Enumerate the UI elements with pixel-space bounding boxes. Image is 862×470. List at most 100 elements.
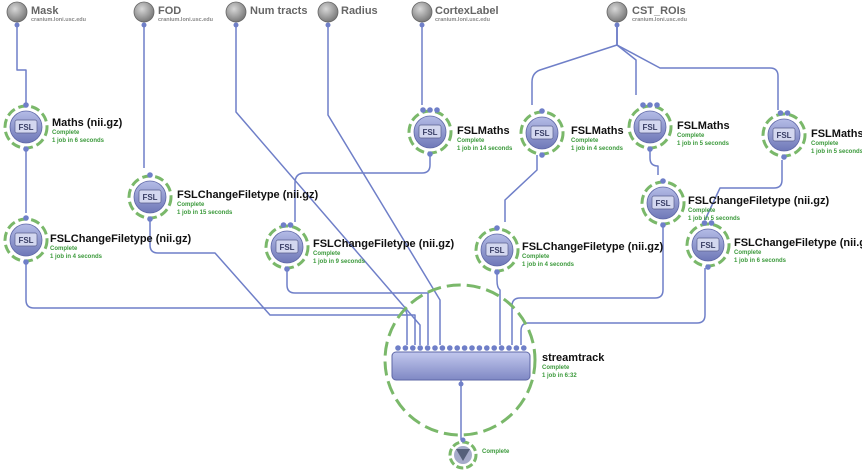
- module-fct-fod-label: FSLChangeFiletype (nii.gz) Complete 1 jo…: [177, 189, 318, 217]
- module-fct-3-status: Complete: [734, 250, 762, 256]
- wire-cst-fslmaths1: [531, 27, 618, 105]
- module-fct-fod-status: Complete: [177, 202, 205, 208]
- fsl-icon-text: FSL: [776, 131, 791, 140]
- module-fct-1-status: Complete: [522, 254, 550, 260]
- source-node-mask[interactable]: [6, 1, 28, 28]
- module-fslmaths-3-status: Complete: [811, 141, 839, 147]
- streamtrack-title: streamtrack: [542, 352, 605, 364]
- streamtrack-label: streamtrack Complete 1 job in 6:32: [542, 352, 604, 380]
- module-node-fct_mask[interactable]: FSL: [3, 215, 49, 265]
- fsl-icon-text: FSL: [142, 193, 157, 202]
- module-node-fslmaths_3[interactable]: FSL: [761, 110, 807, 160]
- module-node-fct_cortex[interactable]: FSL: [264, 222, 310, 272]
- module-fslmaths-2-label: FSLMaths Complete 1 job in 5 seconds: [677, 120, 730, 148]
- module-fct-mask-label: FSLChangeFiletype (nii.gz) Complete 1 jo…: [50, 233, 191, 261]
- module-fslmaths-2-jobs: 1 job in 5 seconds: [677, 141, 730, 147]
- wire-cst-fslmaths3: [616, 27, 779, 110]
- source-cst-title: CST_ROIs: [632, 5, 686, 17]
- module-fct-1-label: FSLChangeFiletype (nii.gz) Complete 1 jo…: [522, 241, 663, 269]
- module-node-fslmaths_2[interactable]: FSL: [627, 102, 673, 152]
- wire-fctfod-stream: [149, 218, 416, 345]
- module-fct-2-status: Complete: [688, 208, 716, 214]
- source-radius-label: Radius: [341, 5, 378, 17]
- fsl-icon-text: FSL: [422, 128, 437, 137]
- module-fct-mask-status: Complete: [50, 246, 78, 252]
- module-maths-title: Maths (nii.gz): [52, 117, 123, 129]
- module-node-maths[interactable]: FSL: [3, 102, 49, 152]
- wire-fslmaths-fctcortex: [294, 150, 431, 222]
- fsl-icon-text: FSL: [18, 123, 33, 132]
- streamtrack-jobs: 1 job in 6:32: [542, 373, 577, 379]
- wire-fctcortex-stream: [286, 270, 429, 345]
- module-fct-3-label: FSLChangeFiletype (nii.gz) Complete 1 jo…: [734, 237, 862, 265]
- source-cortex-host: cranium.loni.usc.edu: [435, 17, 491, 23]
- fsl-icon-text: FSL: [700, 241, 715, 250]
- module-fslmaths-cortex-jobs: 1 job in 14 seconds: [457, 146, 513, 152]
- wire-radius-stream: [327, 27, 441, 345]
- module-fslmaths-1-jobs: 1 job in 4 seconds: [571, 146, 624, 152]
- module-fct-fod-title: FSLChangeFiletype (nii.gz): [177, 189, 319, 201]
- module-fslmaths-3-label: FSLMaths Complete 1 job in 5 seconds: [811, 128, 862, 156]
- module-fct-mask-jobs: 1 job in 4 seconds: [50, 254, 103, 260]
- source-cst-label: CST_ROIs cranium.loni.usc.edu: [632, 5, 687, 23]
- wire-cst-fslmaths2: [616, 27, 637, 95]
- source-node-cst[interactable]: [606, 1, 628, 28]
- fsl-icon-text: FSL: [534, 129, 549, 138]
- module-fct-cortex-jobs: 1 job in 9 seconds: [313, 259, 366, 265]
- module-node-fct_1[interactable]: FSL: [474, 225, 520, 275]
- wire-fslmaths1-fct1: [504, 155, 538, 222]
- wire-mask-maths: [16, 27, 27, 105]
- source-node-fod[interactable]: [133, 1, 155, 28]
- source-node-cortex[interactable]: [411, 1, 433, 28]
- source-cortex-title: CortexLabel: [435, 5, 499, 17]
- module-fslmaths-3-jobs: 1 job in 5 seconds: [811, 149, 862, 155]
- wire-fslmaths2-fct2: [649, 150, 659, 175]
- source-fod-label: FOD cranium.loni.usc.edu: [158, 5, 213, 23]
- wire-fct1-stream: [496, 270, 501, 345]
- source-node-radius[interactable]: [317, 1, 339, 28]
- fsl-icon-text: FSL: [489, 246, 504, 255]
- module-fslmaths-3-title: FSLMaths: [811, 128, 862, 140]
- wire-fslmaths3-fct3: [704, 160, 783, 221]
- streamtrack-node[interactable]: [383, 283, 537, 437]
- module-fct-cortex-status: Complete: [313, 251, 341, 257]
- module-fslmaths-1-status: Complete: [571, 138, 599, 144]
- wire-fct3-stream: [520, 268, 706, 345]
- module-node-fslmaths_1[interactable]: FSL: [519, 108, 565, 158]
- module-fslmaths-2-title: FSLMaths: [677, 120, 730, 132]
- module-node-fct_2[interactable]: FSL: [640, 178, 686, 228]
- module-node-fct_3[interactable]: FSL: [685, 220, 731, 270]
- module-node-fct_fod[interactable]: FSL: [127, 172, 173, 222]
- wire-numtracts-stream: [235, 27, 421, 345]
- source-radius-title: Radius: [341, 5, 378, 17]
- module-fct-3-title: FSLChangeFiletype (nii.gz): [734, 237, 862, 249]
- module-fslmaths-1-label: FSLMaths Complete 1 job in 4 seconds: [571, 125, 624, 153]
- source-fod-title: FOD: [158, 5, 182, 17]
- module-fct-2-title: FSLChangeFiletype (nii.gz): [688, 195, 830, 207]
- fsl-icon-text: FSL: [642, 123, 657, 132]
- module-fct-cortex-title: FSLChangeFiletype (nii.gz): [313, 238, 455, 250]
- streamtrack-status: Complete: [542, 365, 570, 371]
- source-numtracts-title: Num tracts: [250, 5, 308, 17]
- sink-triangle-icon: [456, 449, 470, 461]
- sink-status: Complete: [482, 449, 510, 455]
- source-node-numtracts[interactable]: [225, 1, 247, 28]
- module-fslmaths-cortex-title: FSLMaths: [457, 125, 510, 137]
- module-fct-2-jobs: 1 job in 5 seconds: [688, 216, 741, 222]
- connection-wires: [16, 27, 783, 440]
- module-nodes: FSL FSL FSL FSL FSL FSL FSL FSL FSL FSL FSL: [3, 102, 807, 275]
- module-fct-fod-jobs: 1 job in 15 seconds: [177, 210, 233, 216]
- wire-fct2-stream: [511, 225, 664, 345]
- module-fslmaths-cortex-status: Complete: [457, 138, 485, 144]
- module-fslmaths-1-title: FSLMaths: [571, 125, 624, 137]
- source-numtracts-label: Num tracts: [250, 5, 307, 17]
- source-mask-label: Mask cranium.loni.usc.edu: [31, 5, 86, 23]
- module-maths-jobs: 1 job in 6 seconds: [52, 138, 105, 144]
- source-fod-host: cranium.loni.usc.edu: [158, 17, 214, 23]
- source-nodes: [6, 1, 628, 28]
- sink-node[interactable]: [448, 437, 478, 470]
- module-fslmaths-cortex-label: FSLMaths Complete 1 job in 14 seconds: [457, 125, 512, 153]
- source-cortex-label: CortexLabel cranium.loni.usc.edu: [435, 5, 499, 23]
- module-node-fslmaths_cortex[interactable]: FSL: [407, 107, 453, 157]
